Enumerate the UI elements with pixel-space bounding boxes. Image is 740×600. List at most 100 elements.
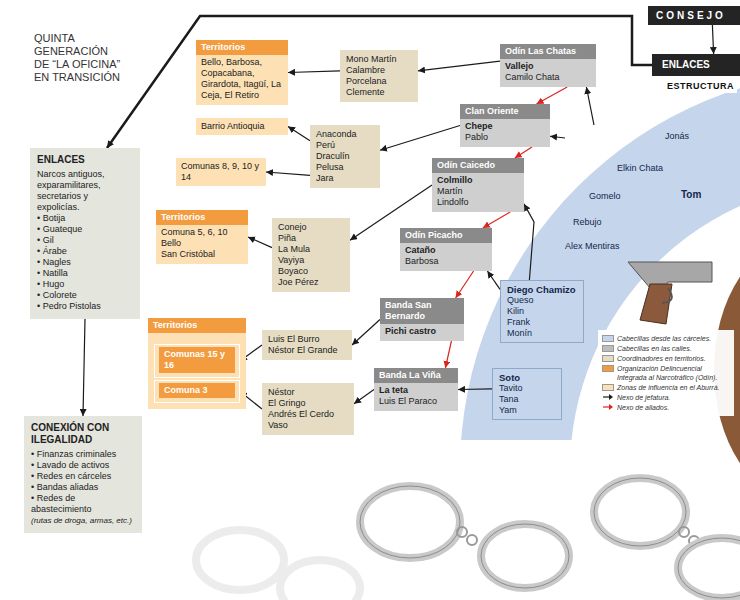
node-text: Elkin Chata: [617, 163, 663, 174]
legend-arrow-line: [603, 396, 610, 397]
link-box: ENLACES: [652, 54, 740, 76]
pistol-illustration: [628, 262, 712, 324]
council-bar: CONSEJO: [648, 6, 740, 25]
legend-text: Cabecillas en las calles.: [617, 344, 692, 353]
cuff-ring: [678, 538, 740, 598]
command-arrow: [288, 71, 340, 73]
territory-box: Comunas 8, 9, 10 y 14: [176, 158, 266, 186]
node-text: • Bandas aliadas: [31, 482, 135, 493]
info-panel: ENLACESNarcos antiguos, exparamilitares,…: [30, 148, 140, 319]
node-text: Andrés El Cerdo: [268, 409, 348, 420]
node-heading: Comuna 3: [159, 383, 235, 398]
gang-box: Odín PicachoCatañoBarbosa: [400, 228, 492, 271]
info-panel: CONEXIÓN CON ILEGALIDAD• Finanzas crimin…: [24, 416, 142, 533]
command-arrow: [550, 136, 565, 138]
node-heading: CONEXIÓN CON ILEGALIDAD: [31, 422, 135, 446]
node-text: San Cristóbal: [156, 249, 248, 260]
coordinator-box: NéstorEl GringoAndrés El CerdoVaso: [262, 383, 354, 435]
command-arrow: [83, 319, 85, 416]
node-heading: Territorios: [148, 318, 246, 333]
node-heading: Clan Oriente: [460, 104, 550, 119]
gang-box: Banda La ViñaLa tetaLuis El Paraco: [374, 368, 458, 411]
chain-link: [467, 535, 477, 545]
node-text: • Pedro Pistolas: [37, 301, 133, 312]
legend-arrow-line: [603, 406, 610, 407]
node-text: La teta: [374, 385, 458, 396]
node-text: Vayiya: [278, 255, 344, 266]
legend-row: Zonas de influencia en el Aburrá.: [602, 383, 730, 392]
node-text: El Gringo: [268, 398, 348, 409]
node-heading: Comunas 15 y 16: [159, 347, 235, 373]
node-text: • Árabe: [37, 246, 133, 257]
territory-box: TerritoriosComuna 5, 6, 10BelloSan Crist…: [156, 210, 248, 264]
legend-row: Cabecillas desde las cárceles.: [602, 334, 730, 343]
legend-swatch: [602, 384, 614, 391]
node-text: Comuna 5, 6, 10: [156, 227, 248, 238]
legend: Cabecillas desde las cárceles.Cabecillas…: [598, 330, 734, 416]
legend-row: Nexo de aliados.: [602, 403, 730, 412]
node-text: Néstor El Grande: [268, 345, 346, 356]
node-text: • Guateque: [37, 224, 133, 235]
node-text: Pelusa: [316, 162, 374, 173]
node-heading: CONSEJO: [656, 9, 732, 22]
coordinator-box: ConejoPiñaLa MulaVayiyaBoyacoJoe Pérez: [272, 218, 350, 292]
node-heading: ENLACES: [37, 154, 133, 166]
node-text: Martín: [432, 186, 524, 197]
node-heading: Soto: [499, 372, 555, 383]
coordinator-box: Mono MartínCalambrePorcelanaClemente: [340, 50, 418, 102]
command-arrow: [524, 204, 534, 280]
node-text: Lindolfo: [432, 197, 524, 208]
node-text: Bello: [156, 238, 248, 249]
territory-box: Barrio Antioquia: [196, 118, 288, 135]
cuff-ring: [360, 486, 460, 558]
cuff-ring: [280, 560, 360, 600]
node-text: Pichi castro: [380, 326, 464, 337]
node-text: • Lavado de activos: [31, 460, 135, 471]
cuff-ring-edge: [594, 478, 686, 546]
legend-text: Nexo de jefatura.: [617, 393, 670, 402]
node-text: • Redes de abastecimiento: [31, 493, 135, 515]
handcuffs-faint: [196, 530, 360, 600]
node-text: Rebujo: [573, 217, 602, 228]
node-heading: Conejo: [278, 222, 344, 233]
handcuffs-illustration: [196, 478, 740, 600]
node-text: • Nagles: [37, 257, 133, 268]
node-text: Clemente: [346, 87, 412, 98]
node-heading: Mono Martín: [346, 54, 412, 65]
cuff-ring-edge: [678, 538, 740, 598]
node-text: Cataño: [400, 245, 492, 256]
prison-leader-group: JonásElkin ChataTomGomeloRebujoAlex Ment…: [565, 125, 710, 255]
territory-item: Comuna 3: [154, 380, 240, 403]
node-text: Colmillo: [432, 175, 524, 186]
cuff-ring: [196, 530, 284, 590]
node-text: Tavito: [499, 383, 555, 394]
node-heading: Banda San Bernardo: [380, 298, 464, 324]
legend-row: Organización Delincuencial Integrada al …: [602, 364, 730, 382]
legend-text: Cabecillas desde las cárceles.: [617, 334, 711, 343]
command-arrow: [354, 390, 374, 404]
cuff-ring: [481, 524, 569, 588]
node-text: La Mula: [278, 244, 344, 255]
node-text: Alex Mentiras: [565, 241, 620, 252]
node-heading: Luis El Burro: [268, 334, 346, 345]
node-text: Jara: [316, 173, 374, 184]
node-heading: Anaconda: [316, 129, 374, 140]
prison-leader-box: Diego ChamizoQuesoKilinFrankMonín: [500, 280, 584, 343]
territory-panel: TerritoriosComunas 15 y 16 Comuna 3: [148, 318, 246, 409]
node-text: • Botija: [37, 213, 133, 224]
legend-swatch: [602, 365, 614, 372]
node-text: Vallejo: [500, 61, 596, 72]
diagram-heading: QUINTA GENERACIÓN DE “LA OFICINA” EN TRA…: [34, 32, 126, 84]
alliance-arrow: [537, 87, 568, 104]
alliance-arrow: [445, 341, 451, 368]
legend-text: Organización Delincuencial Integrada al …: [617, 364, 730, 382]
chain-link: [457, 527, 467, 537]
alliance-arrow: [515, 147, 532, 158]
node-text: Vaso: [268, 420, 348, 431]
node-text: Kilin: [507, 306, 577, 317]
node-text: Perú: [316, 140, 374, 151]
alliance-arrow: [456, 271, 474, 298]
node-heading: Barrio Antioquia: [201, 121, 283, 132]
legend-row: Cabecillas en las calles.: [602, 344, 730, 353]
command-arrow: [266, 172, 310, 175]
